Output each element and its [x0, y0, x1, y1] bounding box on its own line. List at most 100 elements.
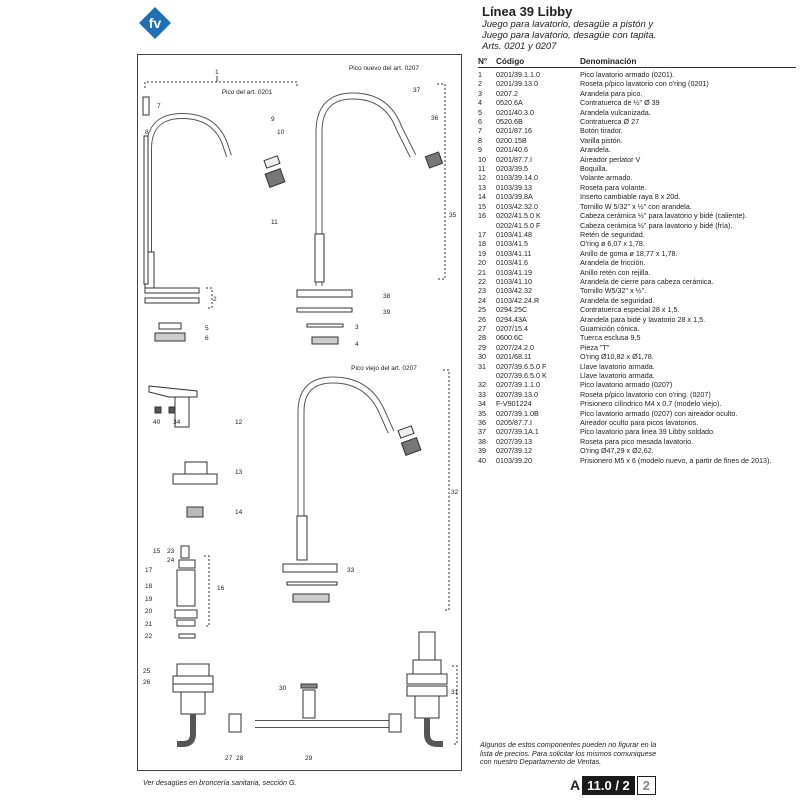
part-code: 0520.6B — [496, 117, 523, 127]
callout-19: 19 — [145, 596, 153, 603]
part-description: Prisionero cilíndrico M4 x 0.7 (modelo v… — [580, 399, 722, 409]
exploded-parts-diagram: Pico nuevo del art. 0207 Pico del art. 0… — [142, 65, 459, 762]
callout-29: 29 — [305, 755, 313, 762]
part-number: 32 — [478, 380, 486, 390]
part-description: Anillo de goma ø 18,77 x 1,78. — [580, 248, 678, 258]
part-code: 0205/87.7.I — [496, 418, 532, 428]
part-number: 38 — [478, 436, 486, 446]
callout-10: 10 — [277, 129, 285, 136]
callout-9: 9 — [271, 116, 275, 123]
part-number: 5 — [478, 107, 482, 117]
part-number: 4 — [478, 98, 482, 108]
callout-12: 12 — [235, 419, 243, 426]
part-description: Arandela de seguridad. — [580, 295, 655, 305]
part-code: 0103/39.8A — [496, 192, 533, 202]
part-code: 0207/24.2.0 — [496, 342, 534, 352]
label-pico-0201: Pico del art. 0201 — [222, 89, 273, 96]
part-description: Pico lavatorio armado (0207) con aireado… — [580, 408, 738, 418]
part-code: 0103/41.6 — [496, 258, 528, 268]
part-code: 0103/42.32 — [496, 286, 532, 296]
part-code: 0207/39.1.1.0 — [496, 380, 540, 390]
header: Línea 39 Libby Juego para lavatorio, des… — [482, 4, 792, 52]
part-description: Prisionero M5 x 6 (modelo nuevo, a parti… — [580, 455, 772, 465]
part-code: 0201/40.3.0 — [496, 107, 534, 117]
part-number: 12 — [478, 173, 486, 183]
part-number: 23 — [478, 286, 486, 296]
callout-28: 28 — [236, 755, 244, 762]
part-number: 22 — [478, 276, 486, 286]
section-letter: A — [570, 777, 581, 793]
part-code: 0201/40.6 — [496, 145, 528, 155]
part-code: 0201/87.7.I — [496, 154, 532, 164]
subtitle-line-2: Juego para lavatorio, desagüe con tapita… — [482, 30, 657, 41]
callout-33: 33 — [347, 567, 355, 574]
part-description: Roseta para volante. — [580, 182, 647, 192]
callout-13: 13 — [235, 469, 243, 476]
part-code: 0103/41.11 — [496, 248, 532, 258]
part-code: 0103/41.19 — [496, 267, 532, 277]
callout-31: 31 — [451, 689, 459, 696]
part-description: O'ring Ø47,29 x Ø2,62. — [580, 446, 654, 456]
part-description: Pico lavatorio para linea 39 Libby solda… — [580, 427, 716, 437]
callout-6: 6 — [205, 335, 209, 342]
callout-32: 32 — [451, 489, 459, 496]
subtitle-line-3: Arts. 0201 y 0207 — [482, 41, 557, 52]
part-number: 26 — [478, 314, 486, 324]
part-number: 7 — [478, 126, 482, 136]
callout-35: 35 — [449, 212, 457, 219]
label-pico-viejo: Pico viejo del art. 0207 — [351, 365, 417, 372]
part-code: 0103/41.10 — [496, 276, 532, 286]
part-number: 39 — [478, 446, 486, 456]
part-number: 9 — [478, 145, 482, 155]
part-description: Cabeza cerámica ½" para lavatorio y bidé… — [580, 220, 733, 230]
part-description: Arandela de fricción. — [580, 258, 646, 268]
part-description: Varilla pistón. — [580, 135, 623, 145]
callout-4: 4 — [355, 341, 359, 348]
callouts: 1 2 3 4 5 6 7 8 9 10 11 12 13 14 15 16 1… — [143, 69, 459, 762]
callout-36: 36 — [431, 115, 439, 122]
subtitle-line-1: Juego para lavatorio, desagüe a pistón y — [482, 19, 654, 30]
part-description: Llave lavatorio armada. — [580, 371, 655, 380]
part-code: 0202/41.5.0 K — [496, 211, 541, 221]
part-number: 15 — [478, 201, 486, 211]
callout-23: 23 — [167, 548, 175, 555]
part-code: 0207/39.1.0B — [496, 408, 539, 418]
part-number: 3 — [478, 88, 482, 98]
callout-24: 24 — [167, 557, 175, 564]
logo-text: fv — [149, 15, 162, 31]
callout-7: 7 — [157, 103, 161, 110]
callout-14: 14 — [235, 509, 243, 516]
part-number: 34 — [478, 399, 486, 409]
part-description: Arandela de cierre para cabeza cerámica. — [580, 276, 714, 286]
part-description: Arandela para pico. — [580, 88, 643, 98]
callout-22: 22 — [145, 633, 153, 640]
part-code: 0207/39.12 — [496, 446, 532, 456]
fv-logo: fv — [139, 7, 171, 39]
part-number: 16 — [478, 211, 486, 221]
callout-27: 27 — [225, 755, 233, 762]
part-number: 37 — [478, 427, 486, 437]
label-pico-nuevo: Pico nuevo del art. 0207 — [349, 65, 419, 72]
part-description: Llave lavatorio armada. — [580, 361, 655, 371]
part-number: 25 — [478, 305, 486, 315]
part-code: 0200.15B — [496, 135, 527, 145]
part-code: 0207/39.13.0 — [496, 389, 538, 399]
part-description: Tornillo W 5/32" x ½" con arandela. — [580, 201, 692, 211]
